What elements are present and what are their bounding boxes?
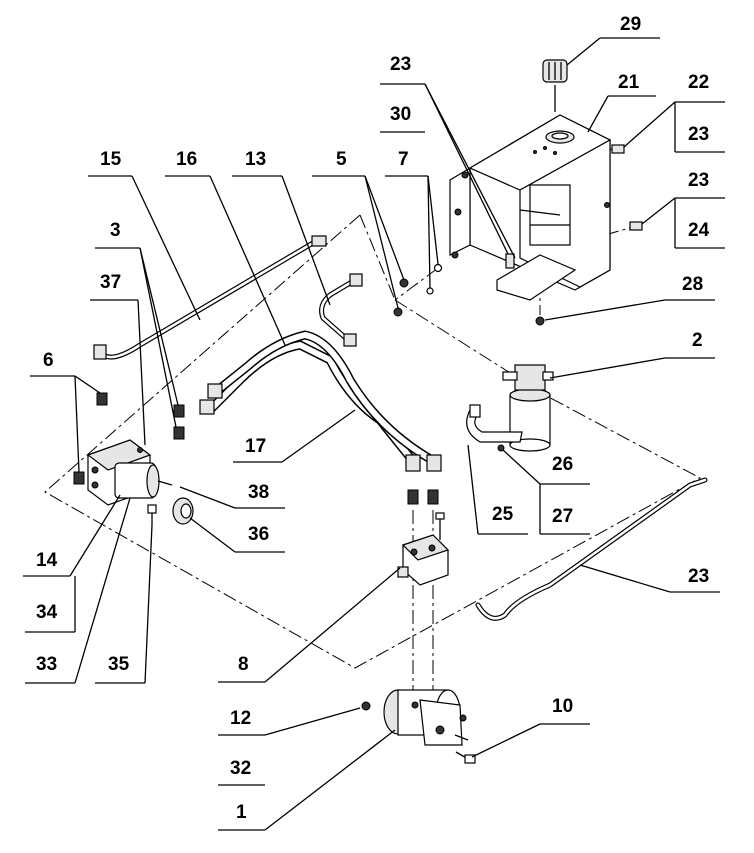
callout-23: 23: [390, 54, 411, 75]
callout-3: 3: [110, 220, 121, 241]
callout-37: 37: [100, 272, 121, 293]
leader-lines: [23, 37, 725, 831]
breather-cap: [542, 59, 568, 112]
callout-34: 34: [36, 602, 58, 623]
callout-14: 23: [688, 566, 709, 587]
callout-16: 16: [176, 149, 197, 170]
fittings: [73, 392, 445, 540]
callout-8: 8: [238, 654, 249, 675]
callout-15: 15: [100, 149, 122, 170]
callout-38: 38: [248, 482, 269, 503]
callout-26: 26: [552, 454, 573, 475]
callout-10: 10: [552, 696, 573, 717]
callout-5: 5: [336, 149, 347, 170]
callout-33: 33: [36, 654, 57, 675]
callout-12: 12: [230, 708, 251, 729]
callout-17: 17: [245, 436, 266, 457]
hoses: [93, 235, 708, 621]
oil-filter: [466, 364, 554, 452]
callout-22: 22: [688, 72, 709, 93]
valve-block: [397, 534, 450, 586]
callout-24: 24: [688, 220, 710, 241]
hydraulic-motor: [361, 689, 476, 764]
callout-23: 23: [688, 170, 709, 191]
callout-32: 32: [230, 758, 251, 779]
callout-30: 30: [390, 104, 411, 125]
callout-35: 35: [108, 654, 130, 675]
callout-1: 1: [236, 802, 247, 823]
callout-2: 2: [692, 330, 703, 351]
hydraulic-tank: [449, 114, 612, 301]
callout-21: 21: [618, 72, 640, 93]
callout-27: 27: [552, 506, 573, 527]
callout-7: 7: [398, 149, 409, 170]
callout-labels: 29 23 30 21 22 23 23 24 15 16 13 5 7 28 …: [36, 14, 710, 823]
pump-assembly: [86, 439, 194, 525]
callout-29: 29: [620, 14, 641, 35]
callout-13: 13: [245, 149, 266, 170]
callout-6: 6: [43, 350, 54, 371]
callout-36: 36: [248, 524, 269, 545]
callout-28: 28: [682, 274, 703, 295]
callout-25: 25: [492, 504, 514, 525]
callout-23: 14: [36, 550, 58, 571]
callout-23: 23: [688, 124, 709, 145]
